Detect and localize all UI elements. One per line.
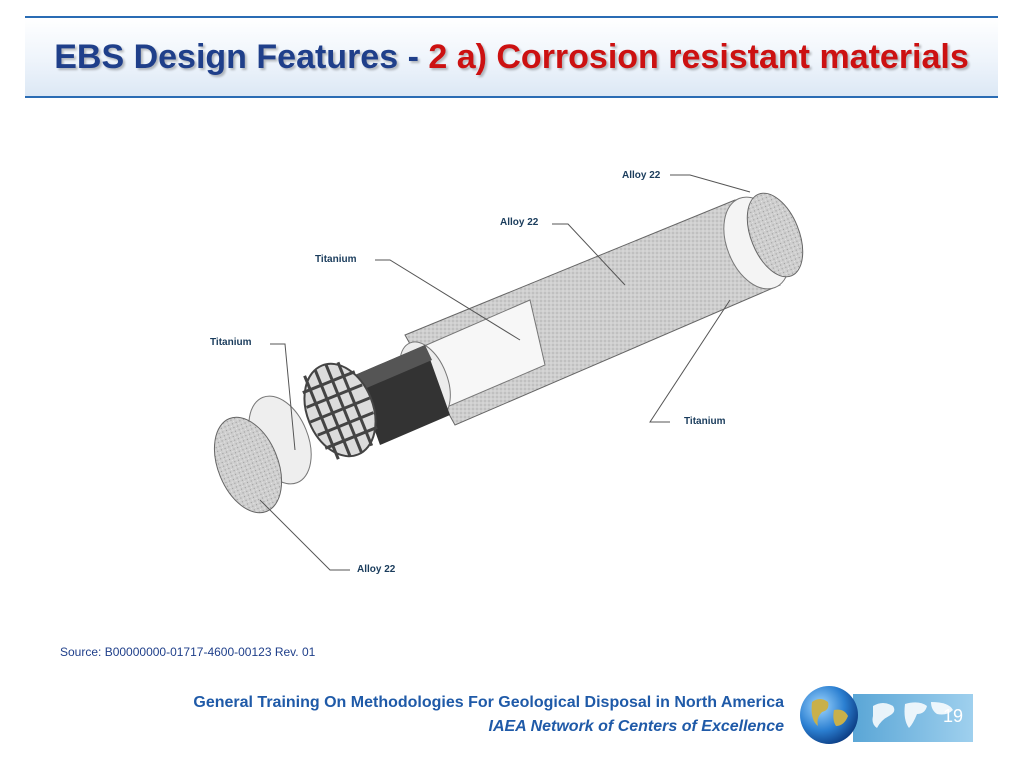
label-alloy22-outer: Alloy 22 xyxy=(500,217,539,228)
leader-lines xyxy=(259,174,751,571)
source-citation: Source: B00000000-01717-4600-00123 Rev. … xyxy=(60,645,316,659)
world-map-icon xyxy=(872,702,953,728)
label-alloy22-bottom: Alloy 22 xyxy=(357,564,396,575)
label-alloy22-top: Alloy 22 xyxy=(622,170,661,181)
fuel-basket xyxy=(302,345,450,460)
waste-package-diagram: Alloy 22 Alloy 22 Titanium Titanium Tita… xyxy=(200,160,820,590)
title-prefix: EBS Design Features - xyxy=(54,38,429,76)
globe-icon xyxy=(798,684,860,746)
label-titanium-shield: Titanium xyxy=(315,254,357,265)
title-band: EBS Design Features - 2 a) Corrosion res… xyxy=(25,16,998,98)
slide-title: EBS Design Features - 2 a) Corrosion res… xyxy=(25,38,998,77)
world-map-banner: 19 xyxy=(853,694,973,742)
label-titanium-right: Titanium xyxy=(684,416,726,427)
footer-network-name: IAEA Network of Centers of Excellence xyxy=(488,718,785,735)
waste-package-illustration xyxy=(213,174,804,571)
left-lids xyxy=(213,395,312,514)
slide-number: 19 xyxy=(942,706,963,726)
label-titanium-left: Titanium xyxy=(210,337,252,348)
title-accent: 2 a) Corrosion resistant materials xyxy=(428,38,969,76)
footer-course-title: General Training On Methodologies For Ge… xyxy=(193,694,784,711)
right-lid xyxy=(746,192,804,278)
